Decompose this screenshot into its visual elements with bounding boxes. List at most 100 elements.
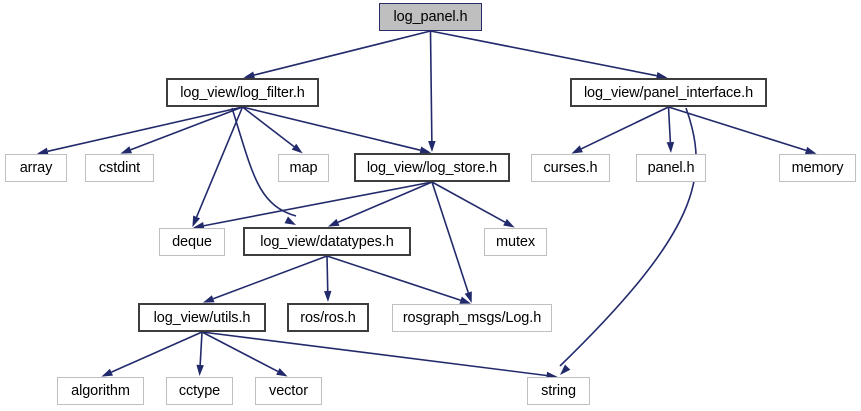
edge-arrowhead	[656, 71, 668, 80]
edge-log_filter-to-array	[47, 106, 243, 153]
edge-arrowhead	[243, 71, 256, 79]
edge-arrowhead	[464, 291, 472, 304]
edge-line	[667, 106, 672, 143]
edge-log_filter-to-log_store	[242, 106, 421, 151]
edge-line	[430, 30, 657, 77]
edge-arrowhead	[560, 364, 571, 375]
edge-line	[201, 331, 547, 377]
edge-arrowhead	[202, 295, 215, 303]
edge-line	[242, 106, 421, 151]
node-label: array	[19, 160, 53, 176]
edge-line	[431, 181, 470, 293]
edge-log_store-to-rosgraph_log	[431, 181, 470, 293]
edge-arrowhead	[571, 145, 583, 154]
edge-arrowhead	[323, 290, 332, 303]
node-label: deque	[172, 234, 212, 250]
node-utils[interactable]: log_view/utils.h	[138, 303, 266, 332]
node-label: vector	[269, 383, 308, 399]
node-panel_interface[interactable]: log_view/panel_interface.h	[570, 78, 767, 107]
edge-line	[326, 255, 461, 301]
node-algorithm[interactable]: algorithm	[57, 377, 144, 405]
edge-line	[203, 181, 433, 227]
edge-arrowhead	[192, 222, 205, 230]
node-array[interactable]: array	[5, 154, 67, 182]
edge-datatypes-to-ros	[326, 255, 329, 292]
node-string[interactable]: string	[527, 377, 590, 405]
edge-log_panel-to-log_filter	[253, 30, 431, 76]
node-mutex[interactable]: mutex	[484, 228, 547, 256]
edge-line	[242, 106, 295, 148]
edge-arrowhead	[284, 216, 296, 225]
node-label: log_panel.h	[393, 9, 468, 25]
node-label: log_view/utils.h	[153, 309, 251, 326]
node-log_panel[interactable]: log_panel.h	[379, 3, 482, 31]
node-label: memory	[791, 160, 844, 176]
edge-log_filter-to-deque	[195, 106, 244, 218]
edge-datatypes-to-utils	[212, 255, 328, 300]
node-rosgraph_log[interactable]: rosgraph_msgs/Log.h	[392, 304, 552, 332]
edge-log_store-to-datatypes	[337, 181, 433, 224]
edge-line	[130, 106, 243, 151]
edge-log_filter-to-map	[242, 106, 295, 148]
edge-arrowhead	[327, 218, 340, 227]
node-log_store[interactable]: log_view/log_store.h	[354, 153, 510, 182]
edge-arrowhead	[120, 146, 133, 154]
edge-line	[47, 106, 243, 153]
node-label: panel.h	[647, 160, 695, 176]
edge-arrowhead	[291, 143, 303, 154]
edge-arrowhead	[419, 146, 432, 154]
edge-utils-to-vector	[201, 331, 279, 373]
node-label: algorithm	[71, 383, 130, 399]
node-label: log_view/datatypes.h	[260, 233, 394, 250]
node-ros[interactable]: ros/ros.h	[287, 303, 369, 332]
edge-arrowhead	[196, 364, 204, 377]
node-vector[interactable]: vector	[255, 377, 322, 405]
node-label: string	[541, 383, 576, 399]
node-label: log_view/panel_interface.h	[583, 84, 754, 101]
edge-line	[253, 30, 431, 76]
edge-panel_interface-to-string	[559, 107, 697, 367]
node-label: rosgraph_msgs/Log.h	[402, 310, 542, 326]
node-label: ros/ros.h	[300, 309, 356, 326]
edge-log_panel-to-panel_interface	[430, 30, 657, 77]
edge-line	[580, 106, 669, 150]
edge-log_store-to-deque	[203, 181, 433, 227]
edge-arrowhead	[459, 296, 472, 304]
node-label: log_view/log_store.h	[366, 159, 498, 176]
node-log_filter[interactable]: log_view/log_filter.h	[166, 78, 319, 107]
edge-utils-to-algorithm	[111, 331, 203, 373]
edge-arrowhead	[276, 368, 288, 377]
node-label: cstdint	[98, 160, 141, 176]
node-label: cctype	[178, 383, 221, 399]
node-curses[interactable]: curses.h	[531, 154, 610, 182]
node-panel[interactable]: panel.h	[636, 154, 706, 182]
edge-arrowhead	[192, 215, 201, 228]
edge-arrowhead	[428, 140, 436, 153]
node-cstdint[interactable]: cstdint	[85, 154, 154, 182]
node-deque[interactable]: deque	[159, 228, 225, 256]
edge-line	[231, 107, 297, 217]
node-map[interactable]: map	[278, 154, 329, 182]
edge-log_store-to-mutex	[431, 181, 506, 223]
edge-log_filter-to-cstdint	[130, 106, 243, 151]
edge-line	[326, 255, 329, 292]
edge-datatypes-to-rosgraph_log	[326, 255, 461, 301]
edge-arrowhead	[666, 141, 675, 154]
edge-utils-to-cctype	[199, 331, 203, 366]
edge-utils-to-string	[201, 331, 547, 377]
edge-panel_interface-to-memory	[668, 106, 807, 152]
edge-arrowhead	[804, 146, 817, 154]
node-label: curses.h	[543, 160, 598, 176]
edge-arrowhead	[36, 147, 49, 155]
node-cctype[interactable]: cctype	[166, 377, 233, 405]
node-memory[interactable]: memory	[779, 154, 856, 182]
edge-log_panel-to-log_store	[429, 30, 433, 142]
edge-line	[559, 107, 697, 367]
edge-log_filter-to-datatypes	[231, 107, 297, 217]
node-datatypes[interactable]: log_view/datatypes.h	[243, 227, 411, 256]
edge-line	[111, 331, 203, 373]
node-label: map	[289, 160, 318, 176]
edge-arrowhead	[101, 368, 113, 377]
